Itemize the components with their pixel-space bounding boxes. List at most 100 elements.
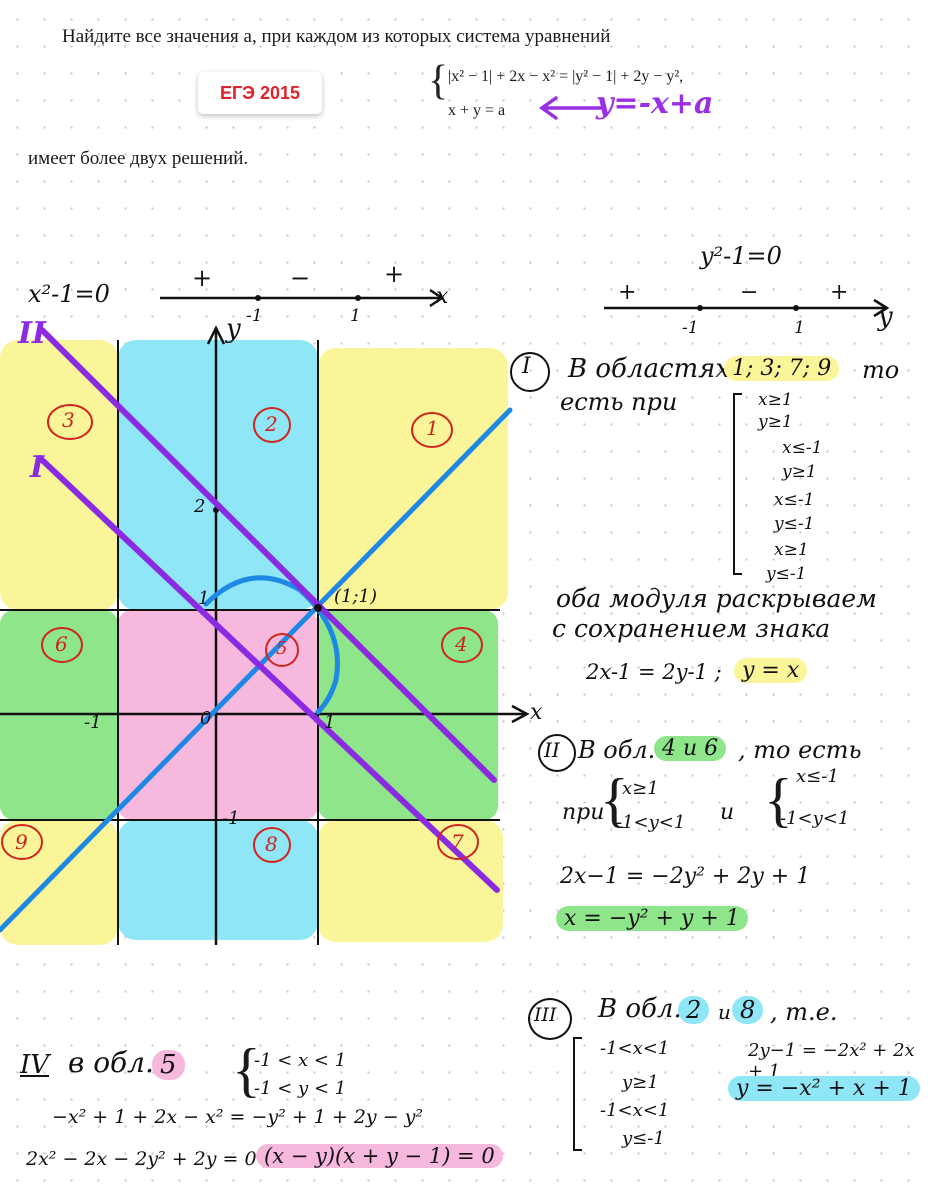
y-tick-neg: -1 — [682, 318, 699, 338]
note-4-sys-a: -1 < x < 1 — [254, 1050, 347, 1071]
note-4-text: в обл. — [68, 1046, 154, 1079]
note-3-sys-1b: y≥1 — [622, 1072, 659, 1093]
x-sign-minus: − — [290, 264, 311, 292]
note-2-regions: 4 и 6 — [654, 736, 727, 761]
region-4-label: 4 — [455, 632, 468, 656]
purple-line-II — [39, 327, 497, 783]
note-2-pri: при — [562, 800, 605, 825]
note-1-sys-3a: x≤-1 — [774, 490, 815, 510]
note-1-sys-2a: x≤-1 — [782, 438, 823, 458]
x-sign-plus-1: + — [192, 264, 213, 292]
note-1-sys-4a: x≥1 — [774, 540, 809, 560]
note-2-result: x = −y² + y + 1 — [556, 906, 748, 931]
region-1-label: 1 — [426, 416, 439, 440]
note-2-sys-1a: x≥1 — [622, 778, 659, 799]
note-4-region: 5 — [152, 1050, 185, 1080]
y-label-2: 2 — [194, 496, 206, 517]
region-1-fill — [318, 348, 508, 610]
origin-label: 0 — [200, 708, 212, 729]
region-2-fill — [118, 340, 318, 610]
x-tick-pos: 1 — [350, 306, 361, 326]
equation-1: |x² − 1| + 2x − x² = |y² − 1| + 2y − y², — [448, 68, 684, 85]
region-9-fill — [0, 820, 118, 945]
y-tick-pos: 1 — [794, 318, 805, 338]
x-sign-var: x — [436, 284, 449, 309]
y-sign-plus-1: + — [618, 280, 637, 305]
region-2-label: 2 — [265, 412, 278, 436]
note-3-text: В обл. — [598, 994, 682, 1024]
note-2-brace-2: { — [764, 767, 793, 833]
y-axis-label: y — [226, 314, 241, 344]
y-sign-var: y — [878, 302, 893, 332]
note-1-circle — [510, 352, 550, 392]
note-2-sys-1b: -1<y<1 — [616, 812, 686, 833]
graph-canvas — [0, 288, 530, 945]
note-2-and: и — [720, 800, 735, 825]
equation-2: x + y = a — [448, 102, 506, 119]
note-4-head: IV — [20, 1050, 50, 1080]
note-3-and: и — [718, 1000, 731, 1024]
note-1-sys-2b: y≥1 — [782, 462, 817, 482]
note-2-circle — [538, 734, 576, 772]
note-2-text: В обл. — [578, 736, 656, 764]
region-6-label: 6 — [55, 632, 68, 656]
y-sign-equation: y²-1=0 — [700, 242, 782, 270]
y-sign-axis — [604, 298, 890, 318]
purple-line-I — [37, 455, 500, 893]
x-label-1: 1 — [324, 712, 336, 733]
region-3-label: 3 — [62, 408, 75, 432]
x-axis-label: x — [530, 700, 543, 725]
region-9-label: 9 — [15, 830, 28, 854]
note-1-sys-3b: y≤-1 — [774, 514, 815, 534]
y-sign-plus-2: + — [830, 280, 849, 305]
note-1-sys-4b: y≤-1 — [766, 564, 807, 584]
note-1-head: I — [522, 354, 531, 379]
note-2-brace-1: { — [600, 767, 629, 833]
y-label-1: 1 — [198, 588, 210, 609]
region-8-label: 8 — [265, 832, 278, 856]
x-sign-equation: x²-1=0 — [28, 280, 110, 308]
note-1-conclusion-1: оба модуля раскрываем — [556, 584, 877, 613]
note-4-result: (x − y)(x + y − 1) = 0 — [256, 1144, 503, 1168]
note-3-head: III — [534, 1004, 557, 1026]
note-3-result: y = −x² + x + 1 — [728, 1076, 920, 1101]
note-1-result: y = x — [734, 658, 808, 683]
note-4-equation-1: −x² + 1 + 2x − x² = −y² + 1 + 2y − y² — [52, 1106, 424, 1128]
line-II-label: II — [18, 316, 47, 351]
arrow-left-icon — [538, 96, 604, 120]
note-2-sys-2b: -1<y<1 — [780, 808, 850, 829]
line-y-equals-x — [0, 407, 513, 933]
note-1-text: В областях — [568, 354, 731, 384]
note-2-to: , то есть — [738, 736, 862, 764]
arc-curve — [203, 575, 340, 715]
note-4-sys-b: -1 < y < 1 — [254, 1078, 347, 1099]
note-3-sys-1a: -1<x<1 — [600, 1038, 670, 1059]
system-brace: { — [428, 58, 449, 104]
note-1-est: есть при — [560, 388, 678, 416]
x-sign-plus-2: + — [384, 260, 405, 288]
note-3-region-2: 8 — [732, 996, 764, 1024]
region-7-fill — [318, 820, 503, 942]
note-1-to: то — [862, 356, 900, 384]
line-I-label: I — [30, 450, 45, 485]
y-sign-minus: − — [740, 280, 759, 305]
region-5-label: 5 — [276, 638, 288, 659]
problem-tail: имеет более двух решений. — [28, 148, 249, 169]
note-1-sys-1b: y≥1 — [758, 412, 793, 432]
note-1-bracket — [733, 393, 742, 575]
note-4-equation-2: 2x² − 2x − 2y² + 2y = 0 , — [26, 1148, 269, 1170]
point-1-1-label: (1;1) — [334, 586, 378, 607]
note-3-sys-2a: -1<x<1 — [600, 1100, 670, 1121]
x-tick-neg: -1 — [246, 306, 263, 326]
region-7-label: 7 — [451, 830, 464, 854]
note-1-regions: 1; 3; 7; 9 — [724, 356, 840, 381]
x-label-minus-1: -1 — [84, 712, 102, 733]
note-2-head: II — [544, 738, 560, 762]
exam-badge: ЕГЭ 2015 — [198, 72, 322, 114]
note-3-sys-2b: y≤-1 — [622, 1128, 665, 1149]
region-8-fill — [118, 820, 318, 940]
problem-statement: Найдите все значения a, при каждом из ко… — [62, 26, 611, 47]
equation-2-note: y=-x+a — [596, 86, 714, 121]
note-1-sys-1a: x≥1 — [758, 390, 793, 410]
y-label-minus-1: -1 — [222, 808, 240, 829]
